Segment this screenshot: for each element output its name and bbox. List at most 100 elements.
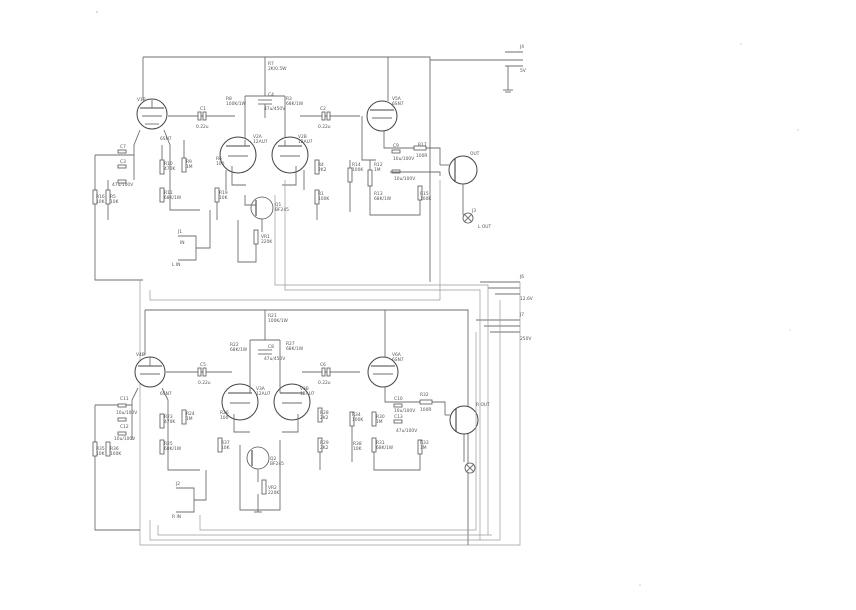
label-c6-value: 0.22u bbox=[318, 380, 331, 386]
label-r29-value: 2K2 bbox=[320, 445, 329, 451]
channel-2-circuit bbox=[92, 300, 501, 545]
label-vr1-value: 220K bbox=[261, 239, 272, 245]
label-v1b-type: 6SN7 bbox=[160, 136, 172, 142]
label-r10-value: 470K bbox=[164, 166, 175, 172]
label-c5-value: 0.22u bbox=[198, 380, 211, 386]
label-r27: R27 bbox=[286, 341, 295, 347]
label-input-j1: J1 bbox=[177, 229, 182, 235]
label-r37: R37 bbox=[221, 440, 230, 446]
label-r23: R23 bbox=[164, 414, 173, 420]
label-c13: C13 bbox=[394, 414, 403, 420]
label-output-jack: OUT bbox=[470, 151, 480, 157]
label-r5-value: 10K bbox=[110, 199, 119, 205]
label-c6: C6 bbox=[320, 362, 326, 368]
label-r19: R19 bbox=[219, 190, 228, 196]
label-r37-value: 10K bbox=[221, 445, 230, 451]
label-output-r: R OUT bbox=[476, 402, 490, 408]
label-r22-value: 68K/1W bbox=[230, 347, 248, 353]
label-v2a: V2A bbox=[253, 134, 262, 140]
label-r9-value: 1M bbox=[186, 164, 193, 170]
label-r13-value: 68K/1W bbox=[374, 196, 392, 202]
label-v5a-value: 6SN7 bbox=[392, 101, 404, 107]
label-c10: C10 bbox=[394, 396, 403, 402]
label-c4-value: 47u/450V bbox=[264, 106, 285, 112]
label-v6a: V6A bbox=[392, 352, 401, 358]
label-r21-value: 100K/1W bbox=[268, 318, 289, 324]
label-r17-value: 100R bbox=[416, 153, 427, 159]
label-r13: R13 bbox=[374, 191, 383, 197]
label-r32-value: 100R bbox=[420, 407, 431, 413]
label-v6a-value: 6SN7 bbox=[392, 357, 404, 363]
label-q1: Q1 bbox=[275, 202, 281, 208]
label-r3: R3 bbox=[286, 96, 292, 102]
label-supply-12v: 12.6V bbox=[520, 296, 533, 302]
label-r36: R36 bbox=[110, 446, 119, 452]
label-r34: R34 bbox=[352, 412, 361, 418]
label-r8: R8 bbox=[226, 96, 232, 102]
label-c9: C9 bbox=[393, 143, 399, 149]
label-vr1: VR1 bbox=[261, 234, 270, 240]
label-output-j3: J3 bbox=[471, 208, 476, 214]
label-r33-value: 1M bbox=[420, 445, 427, 451]
label-r4-value: 2K2 bbox=[318, 167, 327, 173]
label-supply-j6: J6 bbox=[519, 274, 524, 280]
label-r27-value: 68K/1W bbox=[286, 346, 304, 352]
channel-1-labels: R7 2K/0.5W R8 100K/1W R3 68K/1W C4 47u/4… bbox=[96, 61, 492, 268]
label-r22: R22 bbox=[230, 342, 239, 348]
label-r23-value: 470K bbox=[164, 419, 175, 425]
label-r1: R1 bbox=[318, 191, 324, 197]
channel-2-labels: R21 100K/1W R22 68K/1W R27 68K/1W C8 47u… bbox=[96, 313, 490, 520]
label-c12: C12 bbox=[120, 424, 129, 430]
label-r26-value: 100 bbox=[220, 415, 229, 421]
label-v3a: V3A bbox=[256, 386, 265, 392]
label-r7: R7 bbox=[268, 61, 274, 67]
supply-connector-mid: J6 12.6V J7 250V bbox=[476, 274, 533, 342]
label-r31-value: 68K/1W bbox=[376, 445, 394, 451]
label-r14-value: 100K bbox=[352, 167, 363, 173]
label-c9-value: 10u/100V bbox=[393, 156, 414, 162]
label-r15: R15 bbox=[420, 191, 429, 197]
label-c2-value: 0.22u bbox=[318, 124, 331, 130]
label-r16-value: 10K bbox=[96, 199, 105, 205]
label-c12-value: 10u/100V bbox=[114, 436, 135, 442]
label-r28: R28 bbox=[320, 410, 329, 416]
label-r35: R35 bbox=[96, 446, 105, 452]
label-r34-value: 100K bbox=[352, 417, 363, 423]
label-r15-value: 100K bbox=[420, 196, 431, 202]
label-r28-value: 2K2 bbox=[320, 415, 329, 421]
label-v4b: V4B bbox=[136, 352, 145, 358]
label-supply-250v: 250V bbox=[520, 336, 531, 342]
label-c2: C2 bbox=[320, 106, 326, 112]
label-r36-value: 100K bbox=[110, 451, 121, 457]
label-r12-value: 1M bbox=[374, 167, 381, 173]
label-r1-value: 100K bbox=[318, 196, 329, 202]
label-c7: C7 bbox=[120, 144, 126, 150]
label-c13-value: 47u/100V bbox=[396, 428, 417, 434]
label-r31: R31 bbox=[376, 440, 385, 446]
label-c10-value: 10u/100V bbox=[394, 408, 415, 414]
label-input-in: IN bbox=[180, 240, 185, 246]
label-c8: C8 bbox=[268, 344, 274, 350]
label-c1-value: 0.22u bbox=[196, 124, 209, 130]
label-vr2: VR2 bbox=[268, 485, 277, 491]
label-q1-value: BF245 bbox=[275, 207, 289, 213]
label-r30-value: 1M bbox=[376, 419, 383, 425]
label-r24-value: 1M bbox=[186, 416, 193, 422]
label-v2b: V2B bbox=[298, 134, 307, 140]
label-c7-value: 47u/100V bbox=[112, 182, 133, 188]
label-v3a-value: 12AU7 bbox=[256, 391, 271, 397]
label-r38: R38 bbox=[353, 441, 362, 447]
label-input-l: L IN bbox=[172, 262, 180, 268]
label-r25-value: 68K/1W bbox=[164, 446, 182, 452]
label-r6: R6 bbox=[216, 156, 222, 162]
label-supply-5v: 5V bbox=[520, 68, 526, 74]
label-r17: R17 bbox=[418, 142, 427, 148]
label-c3-value: 10u/100V bbox=[394, 176, 415, 182]
label-c1: C1 bbox=[200, 106, 206, 112]
label-r11: R11 bbox=[164, 190, 173, 196]
label-supply-j7: J7 bbox=[519, 312, 524, 318]
label-r12: R12 bbox=[374, 162, 383, 168]
label-r14: R14 bbox=[352, 162, 361, 168]
label-input-j2: J2 bbox=[175, 481, 180, 487]
